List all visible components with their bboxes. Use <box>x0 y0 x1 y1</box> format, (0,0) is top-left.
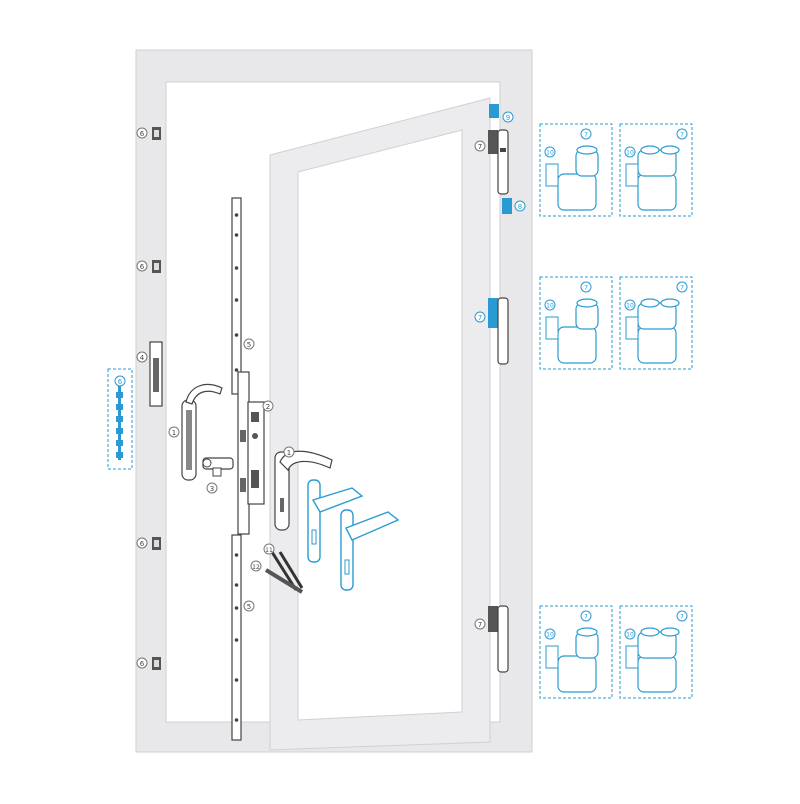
callout-keep-2: 6 <box>136 260 148 272</box>
frame-keep-2 <box>152 260 161 273</box>
svg-text:6: 6 <box>140 660 145 668</box>
handle-option-blue-2 <box>340 509 400 591</box>
frame-keep-3 <box>152 537 161 550</box>
hinge-detail-box: 10 7 <box>619 123 693 217</box>
svg-text:1: 1 <box>287 449 291 457</box>
euro-cylinder <box>202 457 234 477</box>
callout-rod-lower: 5 <box>243 600 255 612</box>
door-sash <box>269 97 491 751</box>
callout-keeper-strip: 6 <box>114 375 126 387</box>
callout-group: 6 6 6 6 4 6 1 1 3 2 5 5 11 12 7 7 7 9 8 <box>114 111 526 669</box>
outer-frame <box>135 49 533 753</box>
svg-text:8: 8 <box>518 203 522 211</box>
svg-text:4: 4 <box>140 354 145 362</box>
svg-text:6: 6 <box>140 130 145 138</box>
svg-text:5: 5 <box>247 603 251 611</box>
frame-keep-1 <box>152 127 161 140</box>
callout-hinge-cap: 8 <box>514 200 526 212</box>
hinge-detail-label-cover: 10 <box>546 303 554 310</box>
spindle-bar <box>264 568 304 594</box>
hinge-middle <box>488 297 509 365</box>
inner-handle-set <box>181 383 223 481</box>
callout-spindle-a: 11 <box>263 543 275 555</box>
svg-text:6: 6 <box>140 263 145 271</box>
svg-text:1: 1 <box>172 429 176 437</box>
outer-handle-grey <box>274 450 333 531</box>
svg-text:9: 9 <box>506 114 510 122</box>
hinge-detail-box: 10 7 <box>619 276 693 370</box>
hinge-detail-label-knuckle: 7 <box>680 285 684 292</box>
lock-case <box>237 371 265 535</box>
hinge-bottom <box>488 605 509 673</box>
callout-handle-left: 1 <box>168 426 180 438</box>
svg-text:12: 12 <box>252 564 260 571</box>
callout-keep-4: 6 <box>136 657 148 669</box>
handle-option-blue-1 <box>307 479 364 563</box>
svg-text:2: 2 <box>266 403 270 411</box>
callout-rod-upper: 5 <box>243 338 255 350</box>
hinge-top-cap <box>489 104 499 118</box>
callout-hinge-top-cap: 9 <box>502 111 514 123</box>
callout-hinge-mid: 7 <box>474 311 486 323</box>
callout-handle-right: 1 <box>283 446 295 458</box>
hinge-detail-label-cover: 10 <box>546 632 554 639</box>
hinge-detail-label-cover: 10 <box>626 150 634 157</box>
callout-spindle-b: 12 <box>250 560 262 572</box>
hinge-detail-label-knuckle: 7 <box>680 614 684 621</box>
hinge-detail-label-cover: 10 <box>626 303 634 310</box>
hinge-detail-box: 10 7 <box>539 276 613 370</box>
hinge-detail-box: 10 7 <box>619 605 693 699</box>
hinge-detail-box: 10 7 <box>539 605 613 699</box>
svg-text:7: 7 <box>478 621 482 629</box>
hinge-top <box>488 129 509 195</box>
hinge-detail-label-knuckle: 7 <box>584 285 588 292</box>
keeper-strip-option <box>107 368 133 470</box>
callout-hinge-bottom: 7 <box>474 618 486 630</box>
callout-lock-case: 2 <box>262 400 274 412</box>
hinge-top-blue-cover <box>502 198 512 214</box>
hinge-detail-label-knuckle: 7 <box>680 132 684 139</box>
hinge-detail-label-knuckle: 7 <box>584 614 588 621</box>
callout-keep-1: 6 <box>136 127 148 139</box>
multipoint-rod-upper <box>231 197 242 395</box>
callout-hinge-top: 7 <box>474 140 486 152</box>
svg-text:11: 11 <box>265 547 273 554</box>
multipoint-rod-lower <box>231 534 242 741</box>
callout-keeper: 4 <box>136 351 148 363</box>
svg-text:7: 7 <box>478 143 482 151</box>
hinge-detail-label-cover: 10 <box>546 150 554 157</box>
callout-keep-3: 6 <box>136 537 148 549</box>
svg-text:5: 5 <box>247 341 251 349</box>
centre-keeper <box>149 341 163 407</box>
hinge-detail-boxes: 10 7 10 7 10 7 10 7 10 7 10 7 <box>539 123 693 699</box>
hinge-detail-label-cover: 10 <box>626 632 634 639</box>
hinge-detail-label-knuckle: 7 <box>584 132 588 139</box>
frame-keep-4 <box>152 657 161 670</box>
svg-text:6: 6 <box>118 378 123 386</box>
svg-text:3: 3 <box>210 485 214 493</box>
hinge-detail-box: 10 7 <box>539 123 613 217</box>
svg-text:6: 6 <box>140 540 145 548</box>
callout-cylinder: 3 <box>206 482 218 494</box>
svg-text:7: 7 <box>478 314 482 322</box>
